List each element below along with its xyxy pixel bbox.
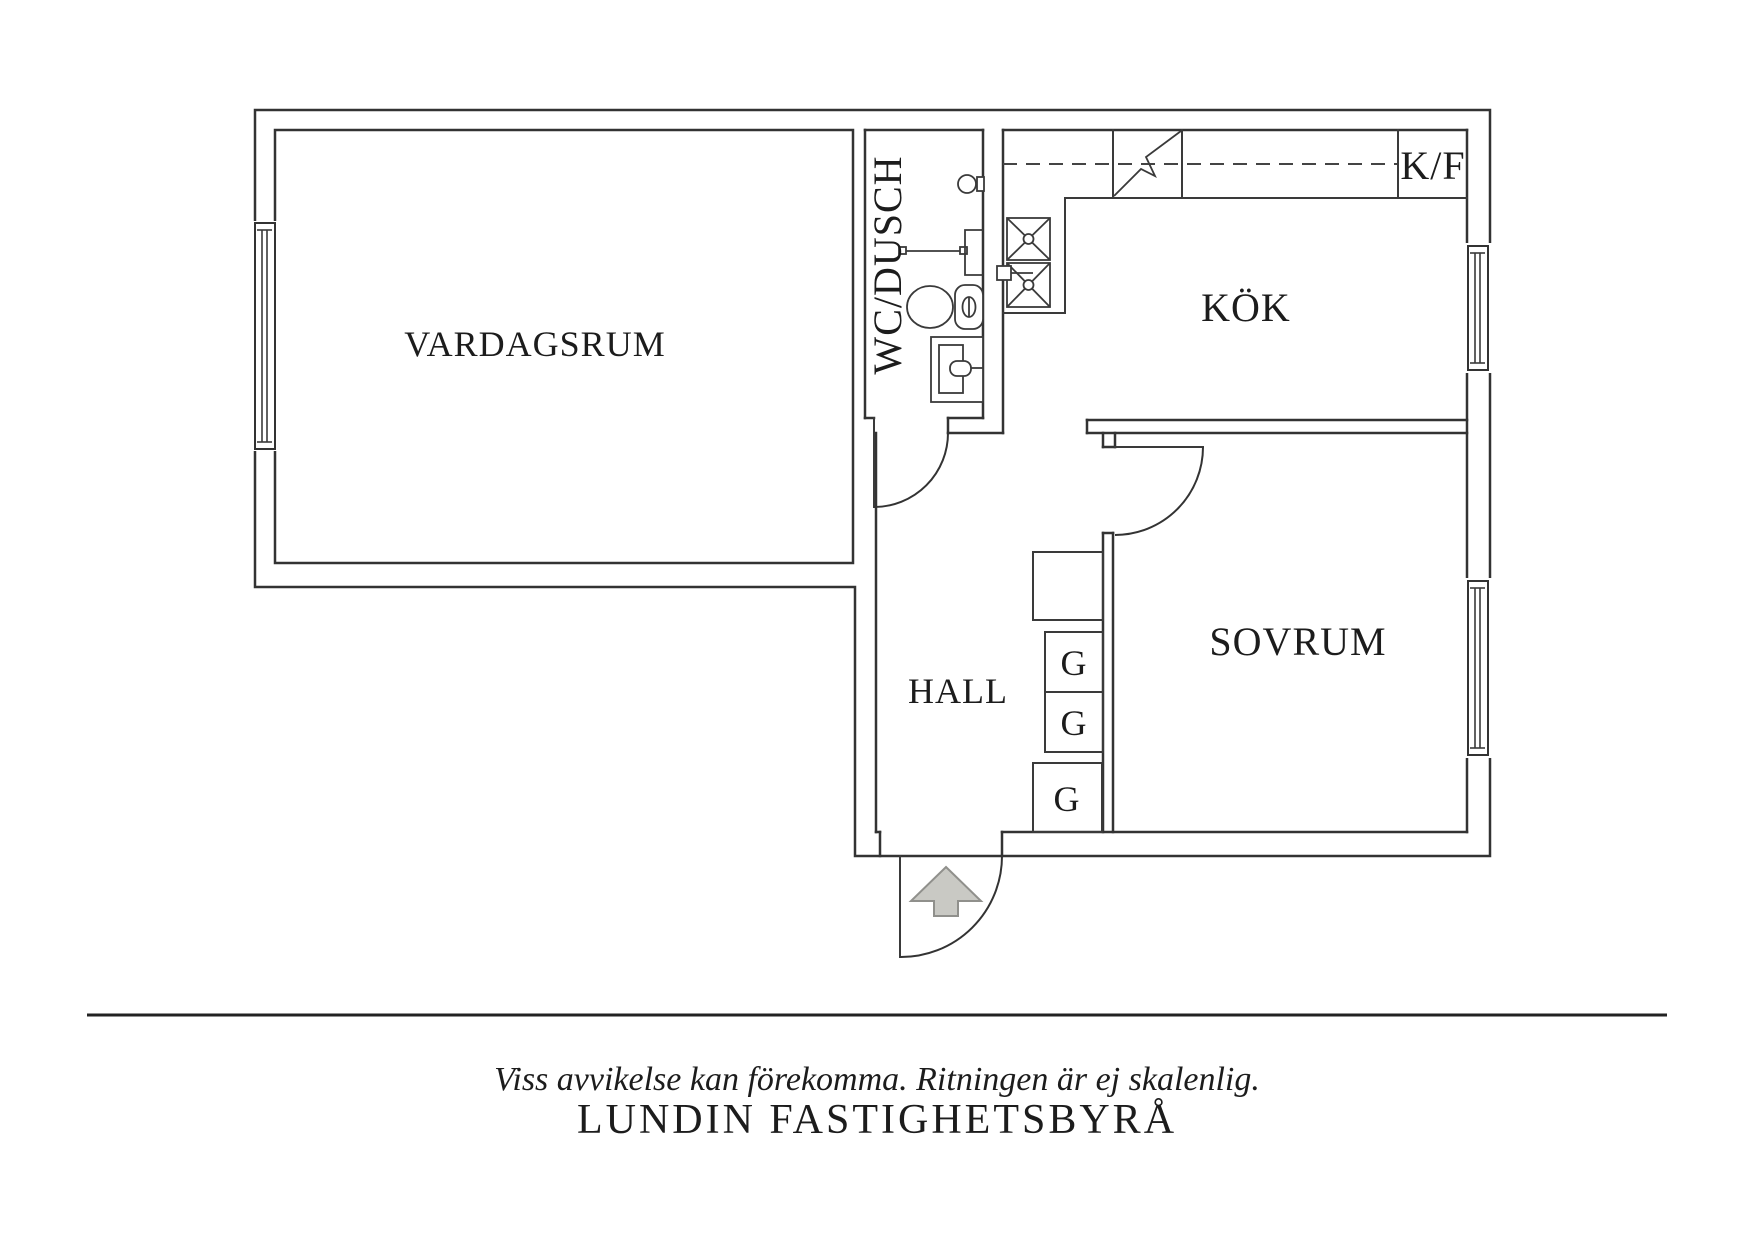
window-icon — [254, 222, 276, 450]
fridge-freezer-label: K/F — [1400, 143, 1465, 188]
kitchen-window — [1463, 243, 1494, 373]
toilet-icon — [906, 284, 984, 330]
door-swing-icon — [1114, 446, 1204, 536]
hall-label: HALL — [908, 671, 1008, 711]
bathroom-label: WC/DUSCH — [865, 155, 910, 374]
brand-text: LUNDIN FASTIGHETSBYRÅ — [577, 1097, 1177, 1143]
disclaimer-text: Viss avvikelse kan förekomma. Ritningen … — [494, 1061, 1260, 1098]
bathroom-door — [873, 417, 949, 508]
footer: Viss avvikelse kan förekomma. Ritningen … — [87, 1013, 1667, 1143]
kitchen-counter: K/F — [996, 129, 1468, 314]
fridge-freezer-cell: K/F — [1397, 129, 1465, 199]
stove-icon — [1112, 129, 1183, 199]
door-swing-icon — [873, 432, 949, 508]
bedroom-door — [1114, 446, 1204, 536]
wardrobe-label: G — [1061, 703, 1088, 743]
exterior-walls — [253, 108, 1492, 858]
entrance-door — [899, 855, 1003, 959]
kitchen-sink-icon — [996, 217, 1051, 308]
wardrobe-label: G — [1054, 779, 1081, 819]
closet-box — [1032, 551, 1104, 621]
living-room-label: VARDAGSRUM — [404, 324, 665, 364]
hall-closets: G G G — [1032, 551, 1104, 833]
shower-screen-icon — [898, 229, 983, 276]
faucet-icon — [996, 265, 1012, 281]
door-swing-icon — [899, 855, 1003, 959]
window-icon — [1467, 580, 1489, 756]
wardrobe-box — [1044, 691, 1104, 753]
faucet-icon — [949, 360, 972, 377]
wardrobe-label: G — [1061, 643, 1088, 683]
entrance-arrow-icon — [908, 865, 984, 917]
bedroom-label: SOVRUM — [1209, 619, 1386, 664]
bathroom-fittings — [898, 174, 985, 403]
living-room-window — [250, 221, 280, 451]
bathroom-sink-icon — [930, 336, 984, 403]
window-icon — [1467, 245, 1489, 371]
wardrobe-box — [1032, 762, 1103, 833]
bedroom-window — [1463, 578, 1494, 758]
kitchen-label: KÖK — [1201, 285, 1291, 330]
shower-head-icon — [957, 174, 985, 194]
